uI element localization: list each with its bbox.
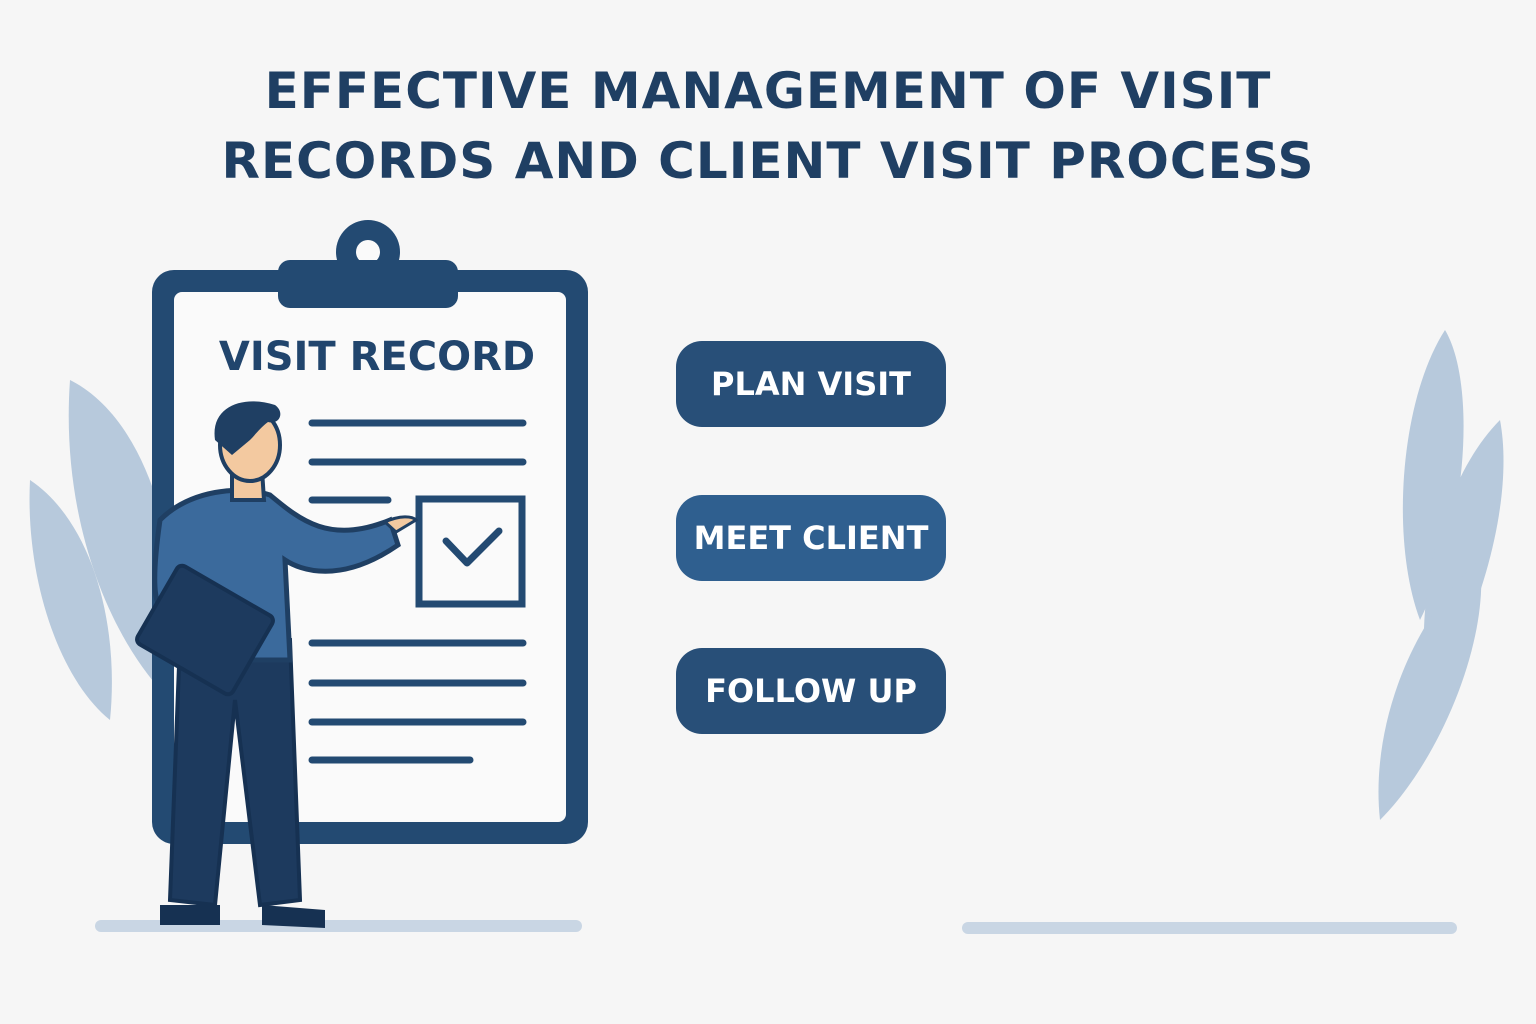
step-meet-client: MEET CLIENT — [676, 495, 946, 581]
step-plan-visit: PLAN VISIT — [676, 341, 946, 427]
page-title-line-2: RECORDS AND CLIENT VISIT PROCESS — [221, 132, 1315, 190]
checkbox-checked-icon — [415, 495, 526, 608]
person-pointing-icon — [135, 401, 419, 928]
page-title-line-1: EFFECTIVE MANAGEMENT OF VISIT — [264, 62, 1272, 120]
visit-record-heading: VISIT RECORD — [218, 334, 536, 380]
step-follow-up: FOLLOW UP — [676, 648, 946, 734]
leaf-decoration-right-icon — [1378, 330, 1504, 820]
ground-shadow-right — [962, 922, 1457, 934]
